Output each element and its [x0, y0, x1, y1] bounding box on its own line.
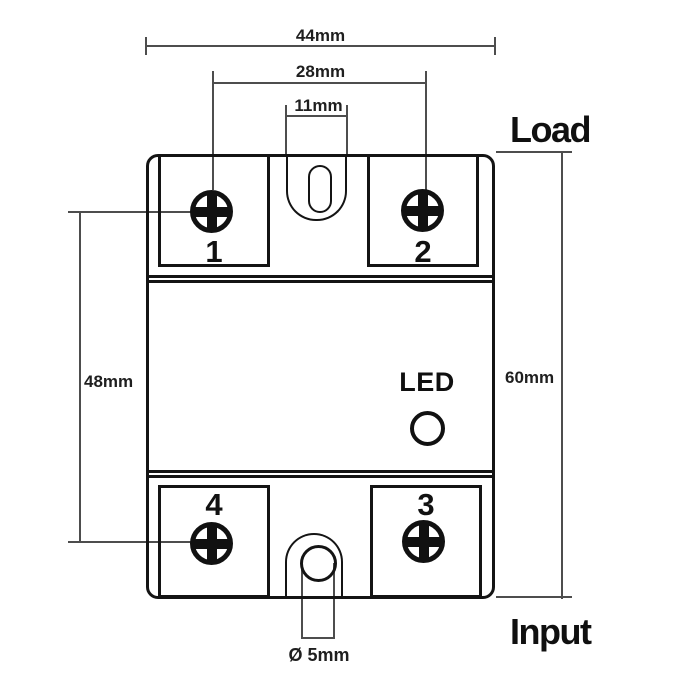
dim-screw-spacing-v-line: [79, 212, 81, 543]
dim-screw-spacing-v-label: 48mm: [84, 372, 134, 391]
bottom-section-divider-line-1: [149, 470, 492, 473]
dim-screw-spacing-v-ext-bottom: [68, 541, 191, 543]
dim-overall-width-tick-right: [494, 37, 496, 55]
dim-overall-width-label: 44mm: [295, 26, 346, 45]
dim-hole-diameter-ext-left: [301, 563, 303, 639]
screw-terminal-3-icon: [402, 520, 445, 563]
terminal-box-4: [158, 485, 270, 598]
screw-terminal-2-icon: [401, 189, 444, 232]
dim-screw-spacing-h-line: [213, 82, 427, 84]
dim-overall-height-label: 60mm: [505, 368, 555, 387]
dim-overall-width-tick-left: [145, 37, 147, 55]
terminal-number-2: 2: [414, 234, 432, 269]
input-side-label: Input: [510, 611, 592, 652]
dim-slot-width-label: 11mm: [294, 96, 343, 115]
top-mounting-slot-icon: [308, 165, 332, 213]
dim-screw-spacing-h-label: 28mm: [295, 62, 346, 81]
terminal-box-2: [367, 154, 479, 267]
dim-screw-spacing-v-ext-top: [68, 211, 191, 213]
dim-slot-width-ext-left: [285, 105, 287, 157]
dim-hole-diameter-ext-right: [333, 563, 335, 639]
dim-screw-spacing-h-ext-left: [212, 71, 214, 190]
led-label: LED: [399, 367, 455, 397]
terminal-number-3: 3: [417, 487, 435, 522]
screw-terminal-4-icon: [190, 522, 233, 565]
dim-overall-height-line: [561, 152, 563, 599]
bottom-mounting-notch: [285, 533, 343, 599]
terminal-box-1: [158, 154, 270, 267]
terminal-number-4: 4: [205, 487, 223, 522]
screw-cross-v: [206, 192, 217, 231]
screw-cross-v: [418, 522, 429, 561]
dim-hole-diameter-line: [301, 637, 335, 639]
screw-cross-v: [206, 524, 217, 563]
dim-screw-spacing-h-ext-right: [425, 71, 427, 190]
load-side-label: Load: [510, 109, 592, 150]
dim-slot-width-ext-right: [346, 105, 348, 157]
bottom-mounting-hole-icon: [300, 545, 337, 582]
top-section-divider-line-2: [149, 280, 492, 283]
terminal-number-1: 1: [205, 234, 223, 269]
dim-slot-width-line: [286, 115, 348, 117]
dim-overall-height-ext-top: [496, 151, 572, 153]
led-indicator-icon: [410, 411, 445, 446]
screw-cross-v: [417, 191, 428, 230]
dim-hole-diameter-label: Ø 5mm: [288, 645, 350, 665]
dim-overall-width-line: [146, 45, 495, 47]
bottom-section-divider-line-2: [149, 475, 492, 478]
dim-overall-height-ext-bottom: [496, 596, 572, 598]
top-section-divider-line-1: [149, 275, 492, 278]
top-mounting-notch: [286, 155, 347, 221]
terminal-box-3: [370, 485, 482, 598]
screw-terminal-1-icon: [190, 190, 233, 233]
